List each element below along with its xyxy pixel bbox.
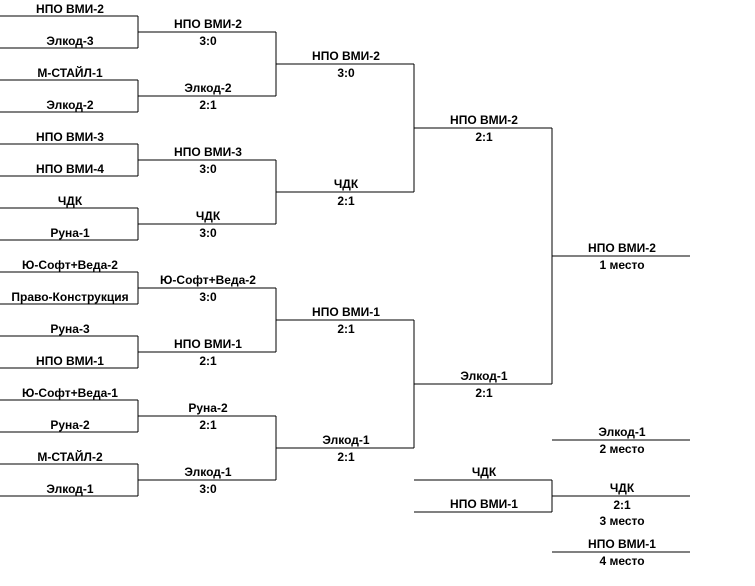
team-entry: НПО ВМИ-2 [36,2,104,16]
score-label: 2:1 [199,98,217,112]
round1-result-8: Элкод-1 3:0 [138,465,276,496]
round2-result-3: НПО ВМИ-1 2:1 [276,305,414,336]
round1-result-2: Элкод-2 2:1 [138,81,276,112]
winner-label: ЧДК [610,481,635,495]
team-entry: НПО ВМИ-1 [36,354,104,368]
team-entry: М-СТАЙЛ-1 [37,65,103,80]
score-label: 2:1 [337,450,355,464]
second-place: Элкод-1 2 место [552,425,690,456]
champion-label: НПО ВМИ-2 [588,241,656,255]
team-entry: Элкод-3 [46,34,93,48]
score-label: 3:0 [199,226,217,240]
round1-match-7: Ю-Софт+Веда-1 Руна-2 [0,386,139,433]
place-label: 1 место [599,258,644,272]
round1-match-6: Руна-3 НПО ВМИ-1 [0,322,139,369]
round2-result-2: ЧДК 2:1 [276,177,414,208]
team-entry: ЧДК [472,465,497,479]
score-label: 2:1 [199,354,217,368]
score-label: 3:0 [199,162,217,176]
team-entry: Ю-Софт+Веда-1 [22,386,118,400]
round1-result-5: Ю-Софт+Веда-2 3:0 [138,273,276,304]
round1-result-7: Руна-2 2:1 [138,401,276,432]
score-label: 2:1 [475,386,493,400]
round1-match-5: Ю-Софт+Веда-2 Право-Конструкция [0,258,139,305]
round1-result-4: ЧДК 3:0 [138,209,276,240]
round2-result-1: НПО ВМИ-2 3:0 [276,49,414,80]
winner-label: Руна-2 [188,401,228,415]
winner-label: Элкод-1 [322,433,369,447]
round1-match-3: НПО ВМИ-3 НПО ВМИ-4 [0,130,139,177]
winner-label: НПО ВМИ-1 [312,305,380,319]
winner-label: НПО ВМИ-3 [174,145,242,159]
team-entry: Руна-1 [50,226,90,240]
round1-match-1: НПО ВМИ-2 Элкод-3 [0,2,139,49]
final-result: НПО ВМИ-2 1 место [552,241,690,272]
place-label: 2 место [599,442,644,456]
winner-label: Элкод-1 [460,369,507,383]
round1-match-2: М-СТАЙЛ-1 Элкод-2 [0,65,139,113]
team-entry: НПО ВМИ-4 [36,162,104,176]
winner-label: Ю-Софт+Веда-2 [160,273,256,287]
round1-result-1: НПО ВМИ-2 3:0 [138,17,276,48]
winner-label: НПО ВМИ-1 [174,337,242,351]
team-entry: М-СТАЙЛ-2 [37,449,103,464]
score-label: 3:0 [199,482,217,496]
team-entry: НПО ВМИ-1 [450,497,518,511]
team-entry: Элкод-1 [46,482,93,496]
score-label: 2:1 [337,194,355,208]
score-label: 2:1 [613,498,631,512]
score-label: 2:1 [337,322,355,336]
team-entry: НПО ВМИ-1 [588,537,656,551]
winner-label: НПО ВМИ-2 [174,17,242,31]
round1-match-8: М-СТАЙЛ-2 Элкод-1 [0,449,139,497]
score-label: 3:0 [199,34,217,48]
round3-result-2: Элкод-1 2:1 [414,369,552,400]
team-entry: Руна-2 [50,418,90,432]
third-place-match: ЧДК НПО ВМИ-1 ЧДК 2:1 3 место [414,465,690,528]
team-entry: Руна-3 [50,322,90,336]
team-entry: Ю-Софт+Веда-2 [22,258,118,272]
team-entry: Элкод-1 [598,425,645,439]
score-label: 2:1 [475,130,493,144]
winner-label: Элкод-2 [184,81,231,95]
team-entry: Элкод-2 [46,98,93,112]
round1-result-3: НПО ВМИ-3 3:0 [138,145,276,176]
score-label: 3:0 [337,66,355,80]
fourth-place: НПО ВМИ-1 4 место [552,537,690,568]
score-label: 3:0 [199,290,217,304]
team-entry: Право-Конструкция [11,290,128,304]
team-entry: ЧДК [58,194,83,208]
winner-label: Элкод-1 [184,465,231,479]
winner-label: НПО ВМИ-2 [450,113,518,127]
winner-label: ЧДК [196,209,221,223]
round1-match-4: ЧДК Руна-1 [0,194,139,241]
score-label: 2:1 [199,418,217,432]
winner-label: НПО ВМИ-2 [312,49,380,63]
place-label: 3 место [599,514,644,528]
team-entry: НПО ВМИ-3 [36,130,104,144]
round1-result-6: НПО ВМИ-1 2:1 [138,337,276,368]
winner-label: ЧДК [334,177,359,191]
place-label: 4 место [599,554,644,568]
round2-result-4: Элкод-1 2:1 [276,433,414,464]
round3-result-1: НПО ВМИ-2 2:1 [414,113,552,144]
